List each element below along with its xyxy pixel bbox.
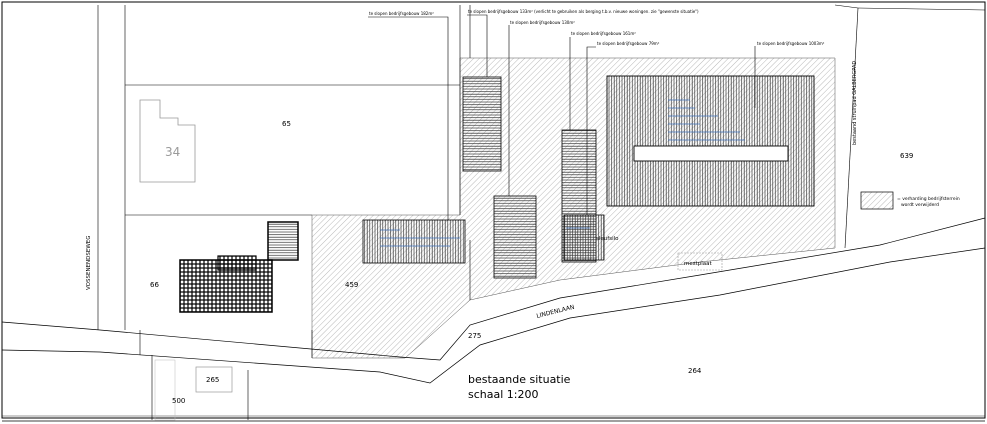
building-79: [563, 214, 605, 261]
parcel-264: 264: [688, 367, 702, 375]
label-sleufsilo: sleufsilo: [596, 236, 619, 242]
label-demolish-79: te slopen bedrijfsgebouw 79m²: [597, 41, 660, 46]
parcel-34: 34: [165, 145, 180, 159]
label-demolish-130: te slopen bedrijfsgebouw 130m²: [510, 20, 575, 25]
drawing-title: bestaande situatie: [468, 373, 571, 386]
legend-text-2: wordt verwijderd: [901, 202, 939, 208]
label-demolish-133: te slopen bedrijfsgebouw 133m² (verlicht…: [468, 9, 699, 14]
parcel-lines: [97, 4, 986, 420]
label-demolish-1003: te slopen bedrijfsgebouw 1003m²: [757, 41, 825, 46]
legend-swatch: [860, 191, 894, 210]
leader-lines: [368, 14, 756, 220]
parcel-66: 66: [150, 281, 159, 289]
building-133: [462, 76, 502, 172]
parcel-65: 65: [282, 120, 291, 128]
building-notes: [380, 99, 745, 247]
parcel-639: 639: [900, 152, 913, 160]
house-66-building: [179, 221, 299, 313]
mestplaat-outline: [677, 252, 723, 271]
parcel-500: 500: [172, 397, 185, 405]
road-lindenlaan: [1, 217, 986, 417]
building-1003: [606, 75, 815, 207]
parcel-265: 265: [206, 376, 219, 384]
building-1003-ridge: [633, 145, 789, 162]
label-demolish-182: te slopen bedrijfsgebouw 182m²: [369, 11, 434, 16]
street-vossenendseweg: VOSSENENDSEWEG: [86, 235, 92, 290]
label-mestplaat: mestplaat: [684, 261, 713, 267]
legend-text-1: = verharding bedrijfsterrein: [897, 196, 960, 202]
drawing-scale: schaal 1:200: [468, 388, 539, 401]
street-lindenlaan: LINDENLAAN: [536, 304, 575, 320]
house-265-outline: [195, 366, 233, 393]
street-galbergpad: bestaand struinpad GALBERGPAD: [852, 61, 858, 145]
parcel-459: 459: [345, 281, 358, 289]
house-34-outline: [139, 99, 196, 183]
label-demolish-161: te slopen bedrijfsgebouw 161m²: [571, 31, 636, 36]
building-182: [362, 219, 466, 264]
house-500-outline: [154, 359, 176, 421]
parcel-275: 275: [468, 332, 481, 340]
building-130: [493, 195, 537, 279]
